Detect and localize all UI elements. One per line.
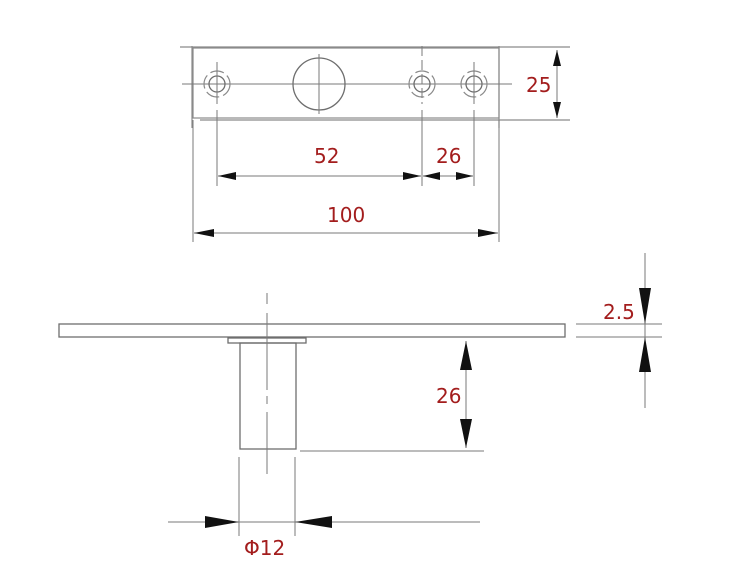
arrow-right-icon: [478, 229, 498, 237]
arrow-down-icon: [553, 102, 561, 118]
hole-3: [408, 46, 436, 104]
dim-hole-spacing-b: 26: [423, 144, 473, 180]
arrow-right-icon: [205, 516, 239, 528]
hole-1: [203, 62, 231, 104]
dim-pin-length: 26: [300, 341, 484, 452]
arrow-left-icon: [218, 172, 236, 180]
dim-label-overall-length: 100: [327, 203, 365, 227]
arrow-left-icon: [423, 172, 440, 180]
arrow-up-icon: [639, 337, 651, 372]
dim-hole-spacing-a: 52: [218, 144, 421, 180]
plate-side: [58, 323, 566, 338]
dim-label-pin-length: 26: [436, 384, 461, 408]
dim-pin-diameter: Φ12: [168, 457, 480, 560]
dim-overall-length: 100: [194, 203, 498, 237]
arrow-right-icon: [456, 172, 473, 180]
arrow-right-icon: [403, 172, 421, 180]
large-hole: [292, 54, 346, 114]
plate-outline: [192, 47, 500, 119]
dim-label-plate-thickness: 2.5: [603, 300, 635, 324]
top-view: 25 52 26 100: [180, 46, 570, 242]
arrow-up-icon: [460, 341, 472, 370]
dim-label-hole-spacing-b: 26: [436, 144, 461, 168]
dim-label-hole-spacing-a: 52: [314, 144, 339, 168]
dim-label-plate-width: 25: [526, 73, 551, 97]
dim-plate-thickness: 2.5: [576, 253, 662, 408]
arrow-up-icon: [553, 50, 561, 66]
hole-4: [460, 62, 488, 104]
side-view: 2.5 26 Φ12: [58, 253, 662, 560]
dim-label-pin-diameter: Φ12: [244, 536, 285, 560]
arrow-left-icon: [295, 516, 332, 528]
pin-body: [239, 342, 297, 450]
arrow-down-icon: [460, 419, 472, 448]
dim-plate-width: 25: [526, 50, 561, 118]
arrow-down-icon: [639, 288, 651, 324]
arrow-left-icon: [194, 229, 214, 237]
